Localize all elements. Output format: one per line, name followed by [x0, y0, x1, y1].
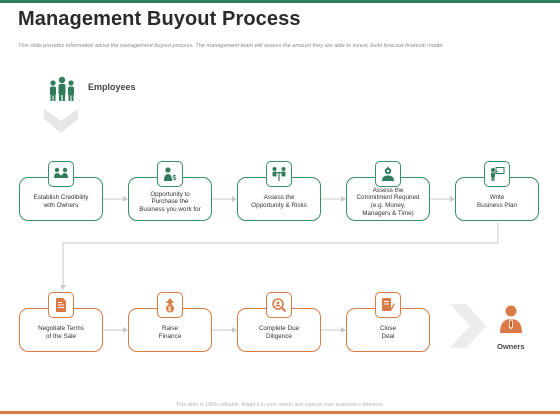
step-label: Close Deal — [379, 325, 397, 340]
step-icon-badge — [484, 161, 510, 187]
chevron-down-icon — [44, 109, 78, 133]
page-subtitle: This slide provides information about th… — [18, 43, 444, 49]
chevron-right-icon — [450, 304, 486, 348]
step-label: Negotiate Terms of the Sale — [38, 325, 84, 340]
step-label: Opportunity to Purchase the Business you… — [139, 190, 201, 213]
step-icon-badge — [375, 161, 401, 187]
owners-label: Owners — [497, 342, 525, 351]
step-label: Assess the Commitment Required (e.g. Mon… — [356, 186, 420, 217]
document-dollar-icon — [56, 298, 66, 312]
svg-text:$: $ — [168, 307, 172, 313]
step-icon-badge — [266, 161, 292, 187]
magnifier-people-icon — [272, 298, 287, 313]
step-icon-badge: $ — [157, 161, 183, 187]
top-accent-bar — [0, 0, 560, 3]
step-icon-badge — [48, 292, 74, 318]
page-title: Management Buyout Process — [18, 8, 301, 30]
document-sign-icon — [382, 298, 395, 311]
people-meeting-icon — [272, 167, 286, 181]
step-label: Raise Finance — [158, 325, 182, 340]
coin-growth-icon: $ — [166, 298, 174, 313]
footer-accent-bar — [0, 411, 560, 414]
step-label: Assess the Opportunity & Risks — [251, 194, 307, 209]
people-group-icon — [50, 76, 74, 101]
step-icon-badge — [266, 292, 292, 318]
footer-text: This slide is 100% editable. Adapt it to… — [175, 402, 385, 408]
handshake-people-icon — [54, 167, 68, 178]
businessman-icon — [500, 305, 522, 333]
presenter-board-icon — [491, 167, 505, 181]
step-box-opportunity-purchase[interactable]: Opportunity to Purchase the Business you… — [128, 177, 212, 221]
person-dollar-icon: $ — [164, 167, 177, 182]
step-icon-badge: $ — [157, 292, 183, 318]
step-label: Write Business Plan — [477, 194, 517, 209]
step-label: Complete Due Diligence — [258, 325, 300, 340]
step-icon-badge — [375, 292, 401, 318]
step-icon-badge — [48, 161, 74, 187]
svg-text:$: $ — [173, 175, 177, 182]
step-label: Establish Credibility with Owners — [33, 194, 89, 209]
person-gear-icon — [382, 166, 394, 181]
employees-label: Employees — [88, 82, 136, 92]
